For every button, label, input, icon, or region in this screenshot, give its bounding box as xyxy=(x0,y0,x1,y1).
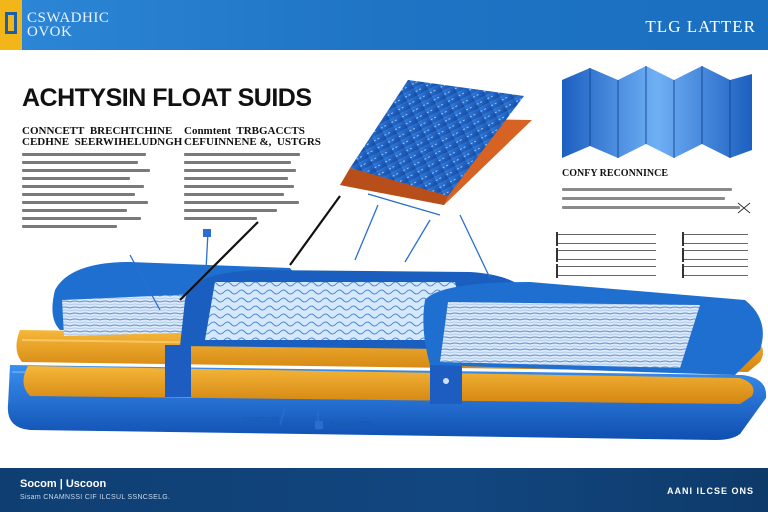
scale-bar-4 xyxy=(682,232,748,246)
footer-subtitle: Sisam CNAMNSSI CIF ILCSUL SSNCSELG. xyxy=(20,494,171,501)
brand-name: CSWADHIC OVOK xyxy=(27,10,110,40)
brand-logo xyxy=(0,0,22,50)
header-bar: CSWADHIC OVOK TLG LATTER xyxy=(0,0,768,50)
col1-body-text xyxy=(22,153,157,228)
brand-line-1: CSWADHIC xyxy=(27,10,110,26)
text-column-1: CONNCETT BRECHTCHINE CEDHNE SEERWIHELUDN… xyxy=(22,125,182,233)
scale-bar-6 xyxy=(682,264,748,278)
col2-heading-1: Conmtent xyxy=(184,125,232,137)
col1-heading-4: SEERWIHELUDNGH xyxy=(74,136,183,148)
col1-heading-1: CONNCETT xyxy=(22,125,85,137)
page-title: ACHTYSIN FLOAT SUIDS xyxy=(22,84,312,112)
col2-heading-3: CEFUINNENE &, xyxy=(184,136,272,148)
close-x-icon xyxy=(737,202,751,214)
text-column-2: Conmtent TRBGACCTS CEFUINNENE &, USTGRS xyxy=(184,125,321,225)
footer-right-label: AANI ILCSE ONS xyxy=(666,486,754,496)
footer-bar: Socom | Uscoon Sisam CNAMNSSI CIF ILCSUL… xyxy=(0,468,768,512)
mattress-segment-right xyxy=(423,282,763,375)
scale-bar-2 xyxy=(556,248,656,262)
col2-body-text xyxy=(184,153,306,220)
annotation-label-left: STAMOIOS xyxy=(242,417,279,424)
footer-title: Socom | Uscoon xyxy=(20,478,107,490)
annotation-label-right: STGUDBOOL xyxy=(330,421,374,428)
col2-heading-4: USTGRS xyxy=(276,136,321,148)
logo-frame-icon xyxy=(5,12,17,34)
float-strap-left xyxy=(165,345,191,397)
col1-heading-2: BRECHTCHINE xyxy=(89,125,173,137)
spec-body-text xyxy=(562,182,747,215)
col1-heading-3: CEDHNE xyxy=(22,136,70,148)
folded-sample xyxy=(562,66,752,158)
annotation-leaders xyxy=(129,193,491,430)
col2-heading-2: TRBGACCTS xyxy=(236,125,305,137)
scale-bar-1 xyxy=(556,232,656,246)
scale-bar-5 xyxy=(682,248,748,262)
pointer-lines xyxy=(179,195,341,301)
brand-line-2: OVOK xyxy=(27,24,73,40)
spec-heading: CONFY RECONNINCE xyxy=(562,168,669,179)
scale-bar-3 xyxy=(556,264,656,278)
header-right-label: TLG LATTER xyxy=(645,17,756,36)
pad-detail-exploded xyxy=(340,80,532,205)
